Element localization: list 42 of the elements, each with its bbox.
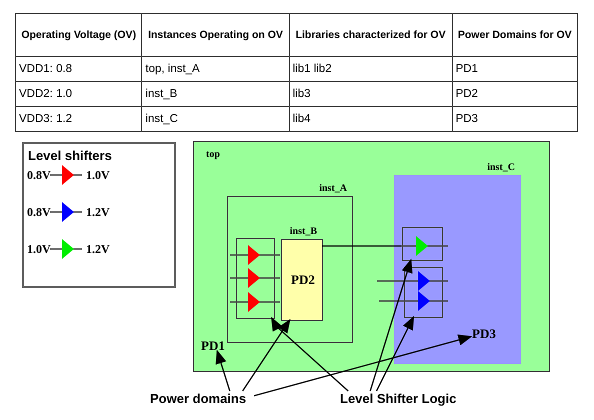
table-cell: inst_C [142, 106, 290, 132]
table-cell: PD1 [452, 56, 578, 82]
arrow [376, 316, 414, 392]
table-cell: PD2 [452, 82, 578, 106]
callout-text: Power domains [150, 391, 254, 407]
signal-wire [322, 245, 401, 247]
table-cell: lib4 [289, 106, 452, 132]
instance-label: inst_A [319, 184, 347, 194]
table-cell: PD3 [452, 106, 578, 132]
arrow [242, 318, 290, 392]
table-cell: lib1 lib2 [289, 56, 452, 82]
domain-label: PD1 [201, 338, 231, 352]
table-cell: VDD3: 1.2 [16, 106, 142, 132]
domain-label: PD2 [291, 273, 315, 286]
table-header-cell: Operating Voltage (OV) [16, 14, 142, 56]
table-cell: VDD2: 1.0 [16, 82, 142, 106]
arrow [271, 316, 349, 392]
voltage-label: 0.8V [27, 169, 51, 181]
voltage-label: 1.0V [86, 169, 110, 181]
voltage-label: 0.8V [27, 206, 51, 218]
table-cell: VDD1: 0.8 [16, 56, 142, 82]
table-header-cell: Instances Operating on OV [142, 14, 290, 56]
table-header-cell: Power Domains for OV [452, 14, 578, 56]
arrow [216, 350, 230, 392]
voltage-label: 1.0V [27, 243, 51, 255]
block-outline [193, 141, 550, 372]
table-cell: inst_B [142, 82, 290, 106]
callout-text: Level Shifter Logic [340, 391, 470, 407]
instance-label: inst_C [487, 163, 515, 173]
table-cell: lib3 [289, 82, 452, 106]
domain-label: PD3 [472, 326, 508, 340]
voltage-label: 1.2V [86, 206, 110, 218]
level-shifter-box [236, 238, 275, 319]
arrow [254, 334, 472, 396]
instance-label: top [206, 150, 220, 160]
arrow [370, 258, 412, 392]
legend-title: Level shifters [28, 149, 112, 162]
voltage-label: 1.2V [86, 243, 110, 255]
instance-label: inst_B [290, 227, 317, 237]
table-header-cell: Libraries characterized for OV [289, 14, 452, 56]
level-shifter-box [402, 227, 443, 261]
table-cell: top, inst_A [142, 56, 290, 82]
